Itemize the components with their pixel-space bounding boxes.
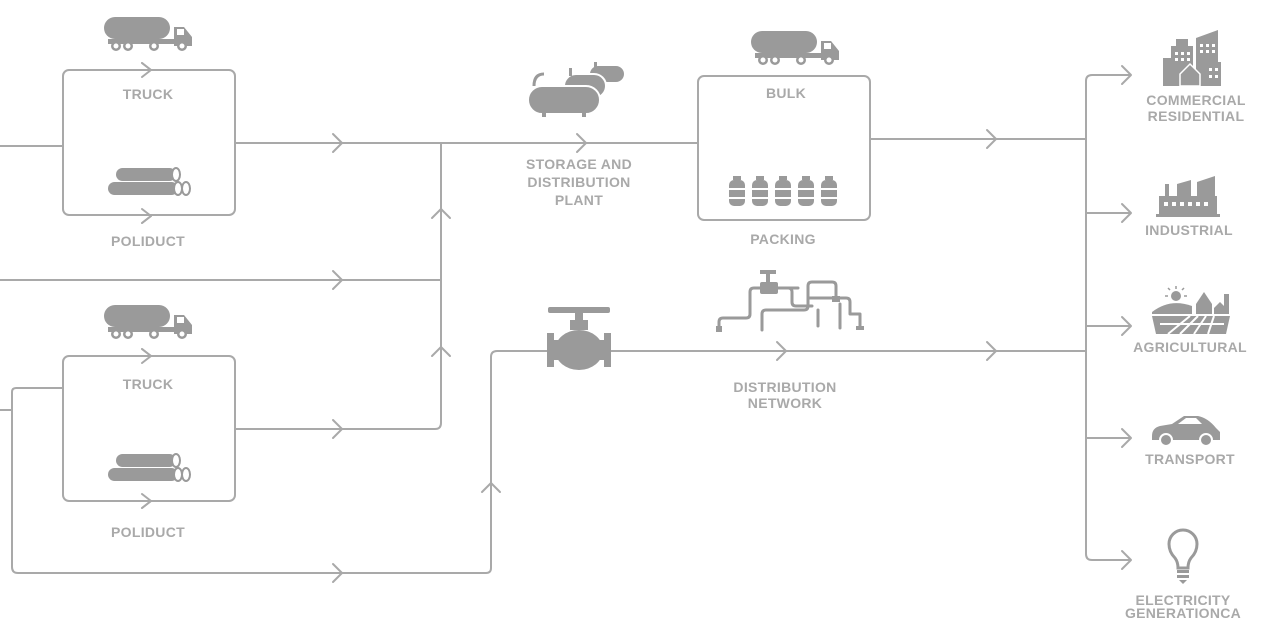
commercial-label-line2: RESIDENTIAL bbox=[1148, 108, 1245, 124]
network-label-line2: NETWORK bbox=[748, 395, 822, 411]
truck-label: TRUCK bbox=[123, 86, 174, 102]
network-label-line1: DISTRIBUTION bbox=[733, 379, 836, 395]
pipe-valve-icon bbox=[716, 270, 864, 332]
tanker-truck-icon bbox=[104, 305, 192, 339]
tanker-truck-icon bbox=[751, 31, 839, 65]
flow-lines bbox=[0, 74, 1130, 574]
transport-label: TRANSPORT bbox=[1145, 451, 1235, 467]
storage-label-line2: DISTRIBUTION bbox=[527, 174, 630, 190]
storage-tanks-icon bbox=[527, 62, 624, 117]
commercial-label-line1: COMMERCIAL bbox=[1146, 92, 1246, 108]
tanker-truck-icon bbox=[104, 17, 192, 51]
pipe-network-icon bbox=[717, 280, 862, 332]
car-icon bbox=[1152, 416, 1220, 447]
node-labels: TRUCK POLIDUCT TRUCK POLIDUCT STORAGE AN… bbox=[111, 85, 1247, 621]
poliduct-label: POLIDUCT bbox=[111, 524, 185, 540]
factory-icon bbox=[1156, 176, 1220, 217]
farm-icon bbox=[1152, 286, 1230, 335]
buildings-icon bbox=[1163, 30, 1221, 87]
truck-label: TRUCK bbox=[123, 376, 174, 392]
industrial-label: INDUSTRIAL bbox=[1145, 222, 1233, 238]
bulk-label: BULK bbox=[766, 85, 806, 101]
storage-label-line1: STORAGE AND bbox=[526, 156, 632, 172]
lightbulb-icon bbox=[1167, 528, 1199, 584]
storage-label-line3: PLANT bbox=[555, 192, 603, 208]
valve-icon bbox=[547, 307, 611, 370]
flow-arrows bbox=[141, 62, 1132, 583]
packing-label: PACKING bbox=[750, 231, 816, 247]
electricity-label-line1: ELECTRICITY bbox=[1135, 592, 1230, 608]
poliduct-label: POLIDUCT bbox=[111, 233, 185, 249]
electricity-label-line2: GENERATIONCA bbox=[1125, 605, 1241, 621]
agricultural-label: AGRICULTURAL bbox=[1133, 339, 1247, 355]
supply-box-bottom bbox=[62, 355, 236, 502]
